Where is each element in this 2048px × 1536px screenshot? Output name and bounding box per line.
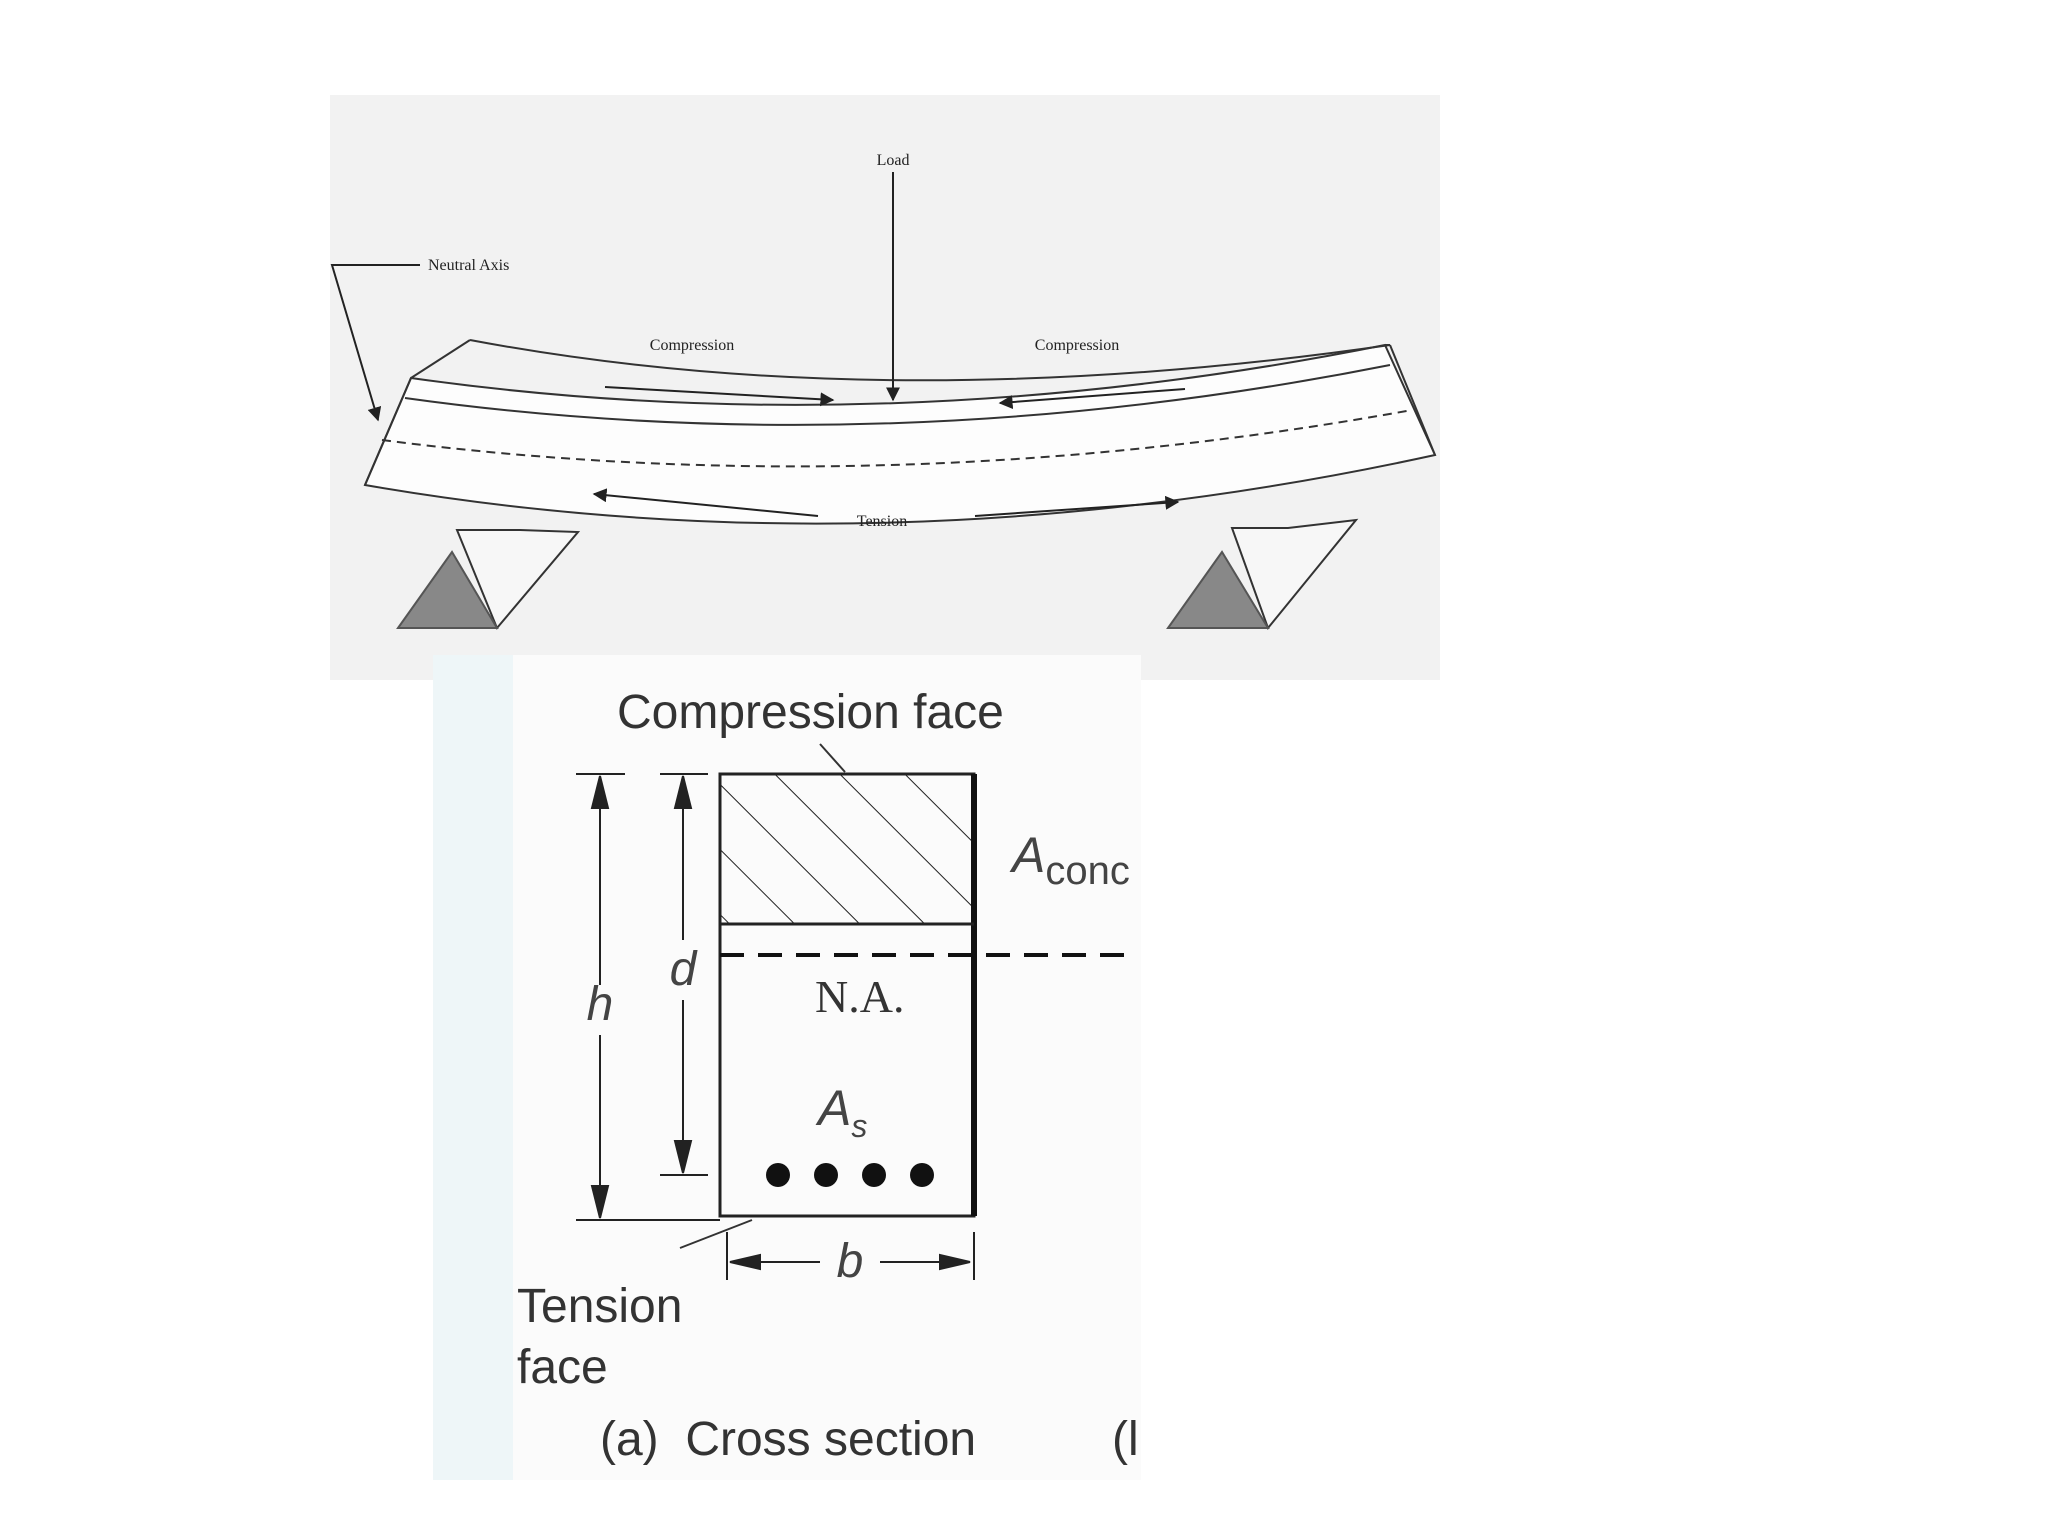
a-conc-label: Aconc xyxy=(1009,827,1130,893)
a-conc-subscript: conc xyxy=(1045,849,1130,893)
h-dimension xyxy=(576,773,720,1221)
d-dimension xyxy=(660,773,708,1176)
compressed-concrete-area xyxy=(720,774,972,924)
b-label: b xyxy=(837,1235,864,1288)
a-conc-symbol: A xyxy=(1009,827,1045,883)
left-support xyxy=(396,529,581,630)
as-symbol: A xyxy=(815,1080,851,1136)
rebar xyxy=(910,1163,934,1187)
rebar xyxy=(862,1163,886,1187)
neutral-axis-label: Neutral Axis xyxy=(428,257,509,274)
beam-diagram: Load Neutral Axis Compression Compressio… xyxy=(330,95,1440,680)
b-dimension xyxy=(726,1232,975,1280)
as-subscript: s xyxy=(851,1108,867,1144)
compression-label-left: Compression xyxy=(650,337,734,354)
h-label: h xyxy=(587,978,614,1031)
tension-arrow-right xyxy=(974,495,1180,517)
cross-section-diagram: Compression face N.A. Aconc As xyxy=(433,655,1141,1480)
caption-truncated-fragment: (l xyxy=(1112,1413,1139,1466)
load-label: Load xyxy=(877,152,910,169)
section-na-label: N.A. xyxy=(815,971,904,1022)
section-left-strip xyxy=(433,655,513,1480)
reinforcement-bars xyxy=(766,1163,934,1187)
rebar xyxy=(766,1163,790,1187)
right-support xyxy=(1166,518,1359,631)
tension-label: Tension xyxy=(857,513,907,530)
tension-face-label-line2: face xyxy=(517,1341,608,1394)
neutral-axis-leader-arrow xyxy=(330,264,420,422)
cross-section-caption: (a) Cross section xyxy=(600,1413,976,1466)
tension-face-label-line1: Tension xyxy=(517,1280,682,1333)
compression-arrow-right xyxy=(998,388,1186,410)
compression-label-right: Compression xyxy=(1035,337,1119,354)
rebar xyxy=(814,1163,838,1187)
tension-arrow-left xyxy=(592,488,819,517)
compression-face-label: Compression face xyxy=(617,686,1004,739)
compression-face-leader xyxy=(819,743,846,773)
d-label: d xyxy=(670,943,698,996)
as-label: As xyxy=(815,1080,867,1144)
compression-arrow-left xyxy=(604,386,835,407)
neutral-axis-dashed-line xyxy=(381,409,1413,468)
tension-face-leader xyxy=(679,1219,753,1249)
